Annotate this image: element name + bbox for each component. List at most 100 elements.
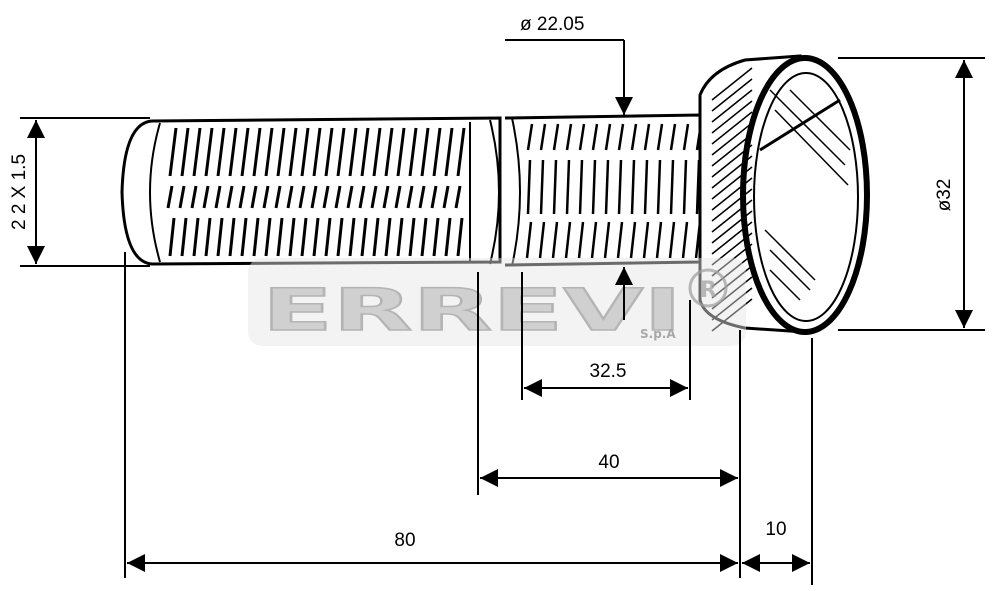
hatch-line: [711, 67, 753, 101]
shank-to-head-label: 40: [598, 452, 619, 473]
errevi-watermark: ERREVI S.p.A R: [248, 258, 746, 346]
hatch-line: [180, 217, 188, 257]
hatch-line: [192, 217, 200, 257]
hatch-line: [711, 89, 753, 123]
hatch-line: [578, 123, 586, 151]
hatch-line: [190, 185, 198, 209]
hatch-line: [408, 127, 418, 177]
hatch-line: [711, 265, 753, 299]
hatch-line: [454, 185, 462, 209]
hatch-line: [711, 133, 753, 167]
hatch-line: [216, 217, 224, 257]
hatch-line: [348, 217, 356, 257]
hatch-line: [312, 217, 320, 257]
hatch-line: [656, 123, 664, 151]
hatch-line: [394, 185, 402, 209]
hatch-line: [240, 217, 248, 257]
hatch-line: [617, 159, 623, 215]
hatch-line: [420, 217, 428, 257]
hatch-line: [250, 185, 258, 209]
hatch-line: [226, 185, 234, 209]
thread-length-label: 80: [394, 530, 415, 551]
hatch-line: [656, 159, 662, 215]
hatch-line: [526, 159, 532, 215]
hatch-line: [264, 217, 272, 257]
hatch-line: [539, 123, 547, 151]
hatch-line: [430, 185, 438, 209]
watermark-registered: R: [700, 278, 717, 303]
hatch-line: [202, 185, 210, 209]
hatch-line: [310, 185, 318, 209]
thread-spec-label: 2 2 X 1.5: [9, 154, 30, 230]
hatch-line: [711, 210, 753, 244]
hatch-line: [539, 159, 545, 215]
hatch-line: [711, 243, 753, 277]
hatch-line: [216, 127, 226, 177]
hatch-line: [192, 127, 202, 177]
hatch-line: [442, 185, 450, 209]
hatch-line: [669, 123, 677, 151]
hatch-line: [228, 127, 238, 177]
hatch-line: [168, 127, 178, 177]
bolt-head: [698, 54, 870, 335]
hatch-line: [372, 217, 380, 257]
hatch-line: [358, 185, 366, 209]
hatch-line: [552, 159, 558, 215]
hatch-line: [228, 217, 236, 257]
dimension-lines: [20, 39, 985, 585]
watermark-suffix: S.p.A: [640, 327, 676, 341]
hatch-line: [711, 100, 753, 134]
hatch-line: [552, 123, 560, 151]
hatch-line: [655, 221, 663, 259]
hatch-line: [629, 221, 637, 259]
hatch-line: [669, 159, 675, 215]
hatch-line: [603, 221, 611, 259]
hatch-line: [396, 217, 404, 257]
hatch-line: [444, 127, 454, 177]
hatch-line: [551, 221, 559, 259]
hatch-line: [408, 217, 416, 257]
hatch-line: [642, 221, 650, 259]
hatch-line: [538, 221, 546, 259]
hatch-line: [682, 123, 690, 151]
hatch-line: [711, 177, 753, 211]
hatch-line: [444, 217, 452, 257]
hatch-line: [711, 111, 753, 145]
hatch-line: [336, 217, 344, 257]
registered-icon: [688, 268, 728, 308]
hatch-line: [711, 155, 753, 189]
hatch-line: [384, 217, 392, 257]
hatch-line: [384, 127, 394, 177]
hatch-line: [178, 185, 186, 209]
hatch-line: [240, 127, 250, 177]
hatch-line: [288, 127, 298, 177]
hatch-line: [711, 298, 753, 332]
hatch-line: [643, 123, 651, 151]
hatch-line: [274, 185, 282, 209]
hatch-line: [578, 159, 584, 215]
hatch-line: [630, 159, 636, 215]
hatch-line: [324, 127, 334, 177]
hatch-line: [204, 127, 214, 177]
hatch-line: [668, 221, 676, 259]
hatch-line: [298, 185, 306, 209]
hatch-line: [288, 217, 296, 257]
hatch-line: [322, 185, 330, 209]
hatch-line: [360, 127, 370, 177]
head-thickness-label: 10: [765, 519, 786, 540]
hatch-line: [168, 217, 176, 257]
hatch-line: [406, 185, 414, 209]
hatch-line: [300, 127, 310, 177]
hatch-line: [276, 127, 286, 177]
hatch-line: [396, 127, 406, 177]
hatch-line: [682, 159, 688, 215]
hatch-line: [336, 127, 346, 177]
hatch-line: [372, 127, 382, 177]
hatch-line: [370, 185, 378, 209]
hatch-line: [432, 217, 440, 257]
hatch-line: [420, 127, 430, 177]
hatch-line: [711, 78, 753, 112]
hatch-line: [238, 185, 246, 209]
hatch-line: [346, 185, 354, 209]
hatch-line: [711, 254, 753, 288]
